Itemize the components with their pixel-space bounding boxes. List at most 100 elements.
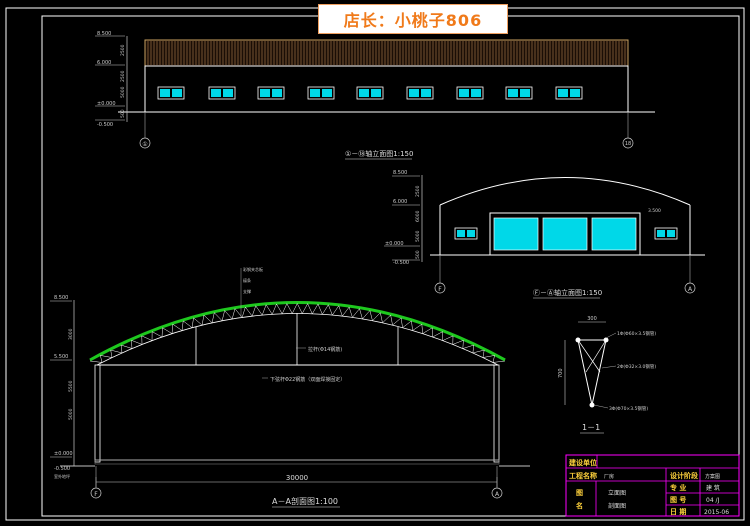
truss-member	[191, 317, 194, 328]
tb-value: 立面图	[608, 489, 626, 497]
tb-label: 图	[576, 488, 583, 497]
tb-value: 建 筑	[706, 484, 720, 492]
title-block: 建设单位 工程名称 厂房 设计阶段 方案图 图 名 立面图 剖面图 专 业 建 …	[565, 454, 740, 517]
truss-member	[362, 310, 371, 320]
section-title: A－A剖面图1:100	[272, 496, 338, 506]
level-text: ±0.000	[97, 101, 116, 107]
window	[356, 86, 384, 100]
truss-member	[482, 350, 485, 358]
axis-marker	[434, 282, 446, 294]
tb-label: 名	[576, 501, 583, 510]
truss-member	[307, 303, 313, 314]
truss-member	[211, 312, 215, 323]
tb-value: 04 /J	[706, 497, 720, 504]
detail-note: 2Φ(Φ32×3.0钢管)	[617, 363, 656, 370]
axis-marker	[622, 137, 634, 149]
truss-member	[231, 308, 236, 320]
level-text: -0.500	[97, 122, 113, 128]
axis-label: F	[94, 491, 98, 498]
dim-text: 5000	[68, 408, 74, 420]
level-text: -0.500	[393, 260, 409, 266]
span-text: 30000	[286, 474, 308, 482]
section-note: 檩条	[243, 277, 251, 283]
axis-label: A	[495, 491, 500, 498]
truss-member	[245, 306, 253, 317]
truss-member	[302, 303, 308, 314]
dim-text: 500	[415, 250, 421, 259]
truss-member	[110, 350, 113, 358]
level-text: 8.500	[97, 31, 111, 37]
tb-value: 厂房	[604, 473, 614, 480]
truss-member	[281, 303, 288, 314]
truss-member	[359, 308, 363, 320]
window	[555, 86, 583, 100]
level-text: 6.000	[393, 199, 407, 205]
tb-label: 日 期	[670, 507, 686, 516]
truss-member	[141, 335, 153, 341]
level-text: -0.500	[54, 466, 70, 472]
truss-member	[492, 360, 506, 363]
axis-label: ①	[142, 141, 147, 148]
detail-1-1: 300 700 1Φ(Φ60×3.5钢管) 2Φ(Φ32×3.0钢管) 3Φ(Φ…	[558, 316, 656, 434]
truss-member	[352, 308, 360, 318]
window	[307, 86, 335, 100]
dim-text: 6000	[415, 210, 421, 222]
truss-member	[224, 310, 233, 320]
detail-title: 1－1	[582, 423, 600, 432]
truss-member	[472, 349, 485, 354]
truss-member	[201, 315, 205, 326]
section-note: 下弦杆Φ22钢筋（双面焊接固定）	[270, 376, 345, 383]
truss-member	[382, 314, 391, 323]
truss-member	[89, 360, 103, 363]
axis-marker	[139, 137, 151, 149]
truss-member	[276, 303, 283, 314]
truss-member	[131, 340, 133, 349]
glass-panel	[542, 217, 588, 251]
axis-label: 18	[625, 141, 631, 147]
window	[257, 86, 285, 100]
truss-member	[432, 331, 443, 338]
truss-member	[172, 323, 183, 331]
truss-member	[297, 303, 303, 314]
axis-marker	[491, 487, 503, 499]
tb-label: 专 业	[670, 483, 686, 492]
truss-member	[241, 307, 246, 318]
truss-member	[472, 345, 475, 353]
level-text: 8.500	[54, 295, 68, 301]
truss-member	[338, 305, 343, 317]
section-note: 彩钢夹芯板	[243, 266, 263, 272]
axis-marker	[90, 487, 102, 499]
truss-member	[255, 305, 263, 316]
level-text: 8.500	[393, 170, 407, 176]
truss-member	[422, 327, 433, 334]
truss-member	[193, 317, 203, 326]
truss-member	[221, 310, 225, 321]
dim-text: 5500	[68, 380, 74, 392]
window	[208, 86, 236, 100]
level-text: ±0.000	[385, 241, 404, 247]
truss-member	[452, 340, 464, 345]
truss-member	[411, 320, 413, 331]
axis-label: A	[688, 286, 693, 293]
window	[456, 86, 484, 100]
detail-note: 1Φ(Φ60×3.5钢管)	[617, 330, 656, 337]
level-text: 5.500	[54, 354, 68, 360]
truss-member	[120, 344, 133, 349]
ground-text: 室外地坪	[54, 473, 70, 479]
detail-width: 300	[587, 316, 597, 322]
tb-label: 设计阶段	[670, 471, 698, 480]
truss-member	[482, 355, 495, 358]
truss-member	[181, 320, 184, 331]
truss-member	[412, 323, 422, 331]
truss-member	[286, 303, 293, 314]
section-aa: 彩钢夹芯板 檩条 支撑 拉杆(Φ14钢筋) 下弦杆Φ22钢筋（双面焊接固定） 8…	[50, 266, 530, 508]
truss-member	[214, 312, 223, 321]
dim-text: 5000	[120, 86, 126, 98]
truss-member	[110, 349, 123, 354]
axis-label: F	[438, 286, 442, 293]
axis-marker	[684, 282, 696, 294]
shop-badge: 店长：小桃子806	[318, 4, 508, 34]
tb-value: 2015-06	[704, 509, 729, 516]
truss-member	[462, 344, 474, 349]
tb-label: 工程名称	[569, 471, 597, 480]
